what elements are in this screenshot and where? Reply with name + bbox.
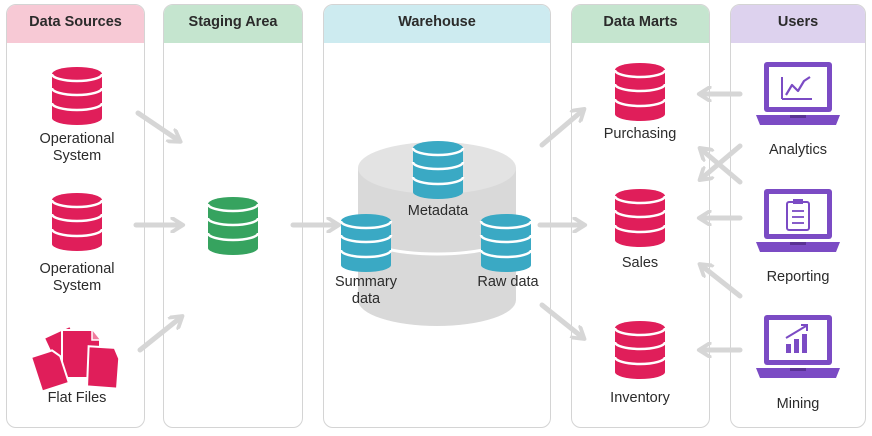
database-icon [50, 191, 104, 253]
arrow-files-to-staging [137, 318, 180, 353]
summary-database-icon [339, 212, 393, 274]
arrows-warehouse-to-marts [537, 111, 582, 337]
panel-staging-area: Staging Area [163, 4, 303, 428]
label-analytics: Analytics [768, 142, 828, 158]
arrow-analytics-to-sales [702, 150, 743, 185]
label-operational-system-1: Operational System [39, 131, 115, 164]
mining-laptop-icon [756, 315, 840, 378]
arrow-to-inventory [539, 302, 582, 337]
arrow-to-purchasing [539, 111, 582, 148]
panel-title-data-sources: Data Sources [7, 5, 144, 43]
metadata-database-icon [411, 139, 465, 201]
label-purchasing: Purchasing [603, 126, 677, 142]
purchasing-database-icon [613, 61, 667, 123]
label-metadata: Metadata [407, 203, 469, 219]
arrows-users-to-marts [702, 94, 743, 350]
panel-title-staging-area: Staging Area [164, 5, 302, 43]
sales-database-icon [613, 187, 667, 249]
database-icon [50, 65, 104, 127]
panel-title-warehouse: Warehouse [324, 5, 550, 43]
label-reporting: Reporting [766, 269, 830, 285]
label-summary-data: Summary data [334, 274, 398, 307]
raw-database-icon [479, 212, 533, 274]
label-flat-files: Flat Files [47, 390, 107, 406]
arrow-mining-to-sales [702, 266, 743, 299]
label-inventory: Inventory [610, 390, 670, 406]
flat-files-icon [29, 324, 121, 393]
reporting-laptop-icon [756, 189, 840, 252]
staging-database-icon [206, 195, 260, 257]
label-sales: Sales [621, 255, 659, 271]
analytics-laptop-icon [756, 62, 840, 125]
arrow-reporting-to-purchasing [702, 143, 743, 178]
label-operational-system-2: Operational System [39, 261, 115, 294]
arrow-op1-to-staging [135, 110, 178, 140]
label-raw-data: Raw data [477, 274, 539, 290]
inventory-database-icon [613, 319, 667, 381]
panel-title-data-marts: Data Marts [572, 5, 709, 43]
arrows-sources-to-staging [133, 110, 180, 353]
panel-title-users: Users [731, 5, 865, 43]
label-mining: Mining [776, 396, 820, 412]
